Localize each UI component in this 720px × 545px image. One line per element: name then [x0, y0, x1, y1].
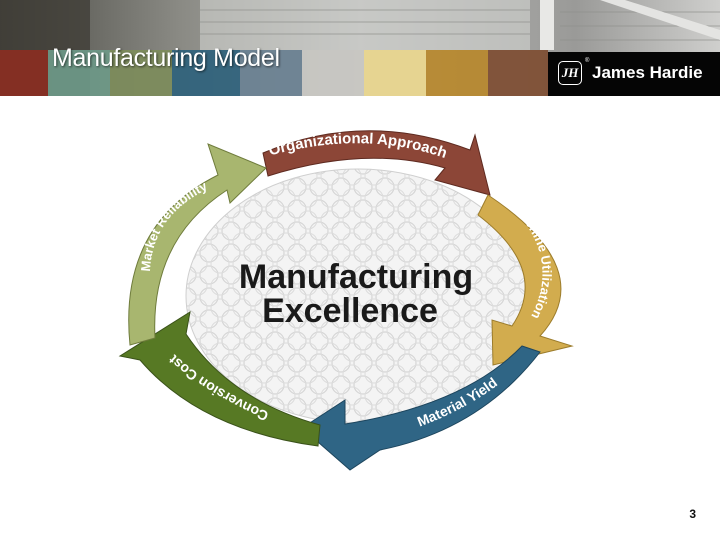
color-swatch [364, 50, 426, 96]
color-swatch [426, 50, 488, 96]
color-swatch [488, 50, 548, 96]
registered-mark: ® [585, 58, 590, 64]
color-swatch [172, 50, 240, 96]
segment-material-yield [301, 345, 541, 471]
cycle-diagram: Organizational Approach Machine Utilizat… [0, 96, 720, 540]
center-title-line-2: Excellence [262, 292, 438, 330]
color-swatch [240, 50, 302, 96]
color-swatch [48, 50, 110, 96]
segment-organizational-approach [262, 130, 491, 196]
logo-text: James Hardie [592, 63, 703, 82]
header-banner: Manufacturing Model JH ® James Hardie [0, 0, 720, 96]
center-title-line-1: Manufacturing [239, 258, 473, 296]
page-title: Manufacturing Model [52, 44, 280, 72]
color-swatch [110, 50, 172, 96]
page-number: 3 [689, 507, 696, 521]
color-swatch [0, 50, 48, 96]
house-photo-banner [0, 0, 720, 96]
color-swatch [302, 50, 364, 96]
segment-market-reliability [128, 143, 267, 346]
james-hardie-logo: JH ® James Hardie [548, 52, 720, 96]
jh-monogram-icon: JH [558, 61, 582, 85]
